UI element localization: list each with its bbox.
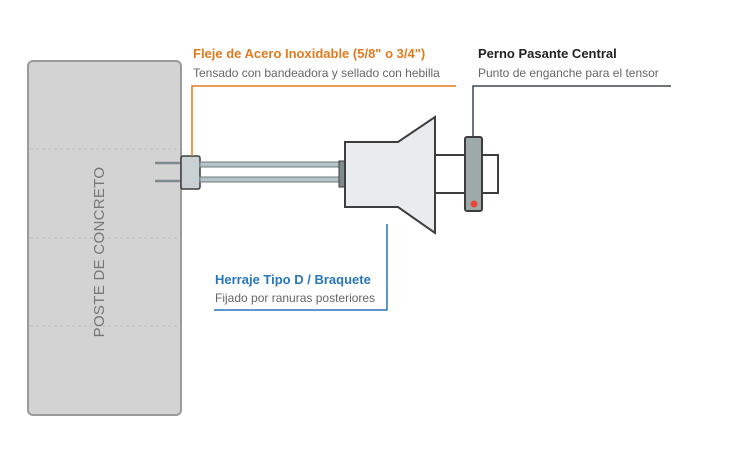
bolt-callout-line	[472, 85, 671, 137]
bolt-callout-description: Punto de enganche para el tensor	[478, 66, 659, 80]
bolt-callout-title: Perno Pasante Central	[478, 46, 617, 61]
strap-callout-line	[191, 85, 456, 156]
d-bracket	[344, 115, 436, 235]
bracket-callout-title: Herraje Tipo D / Braquete	[215, 272, 371, 287]
post-label: POSTE DE CONCRETO	[91, 167, 108, 338]
strap-callout-title: Fleje de Acero Inoxidable (5/8" o 3/4")	[193, 46, 425, 61]
bracket-callout-description: Fijado por ranuras posteriores	[215, 291, 375, 305]
strap-rod-top	[199, 161, 343, 168]
bolt-hook-point	[470, 200, 478, 208]
strap-buckle	[180, 155, 201, 190]
strap-rod-bottom	[199, 176, 343, 183]
strap-callout-description: Tensado con bandeadora y sellado con heb…	[193, 66, 440, 80]
bracket-callout-line	[214, 224, 388, 311]
through-bolt	[464, 136, 483, 212]
